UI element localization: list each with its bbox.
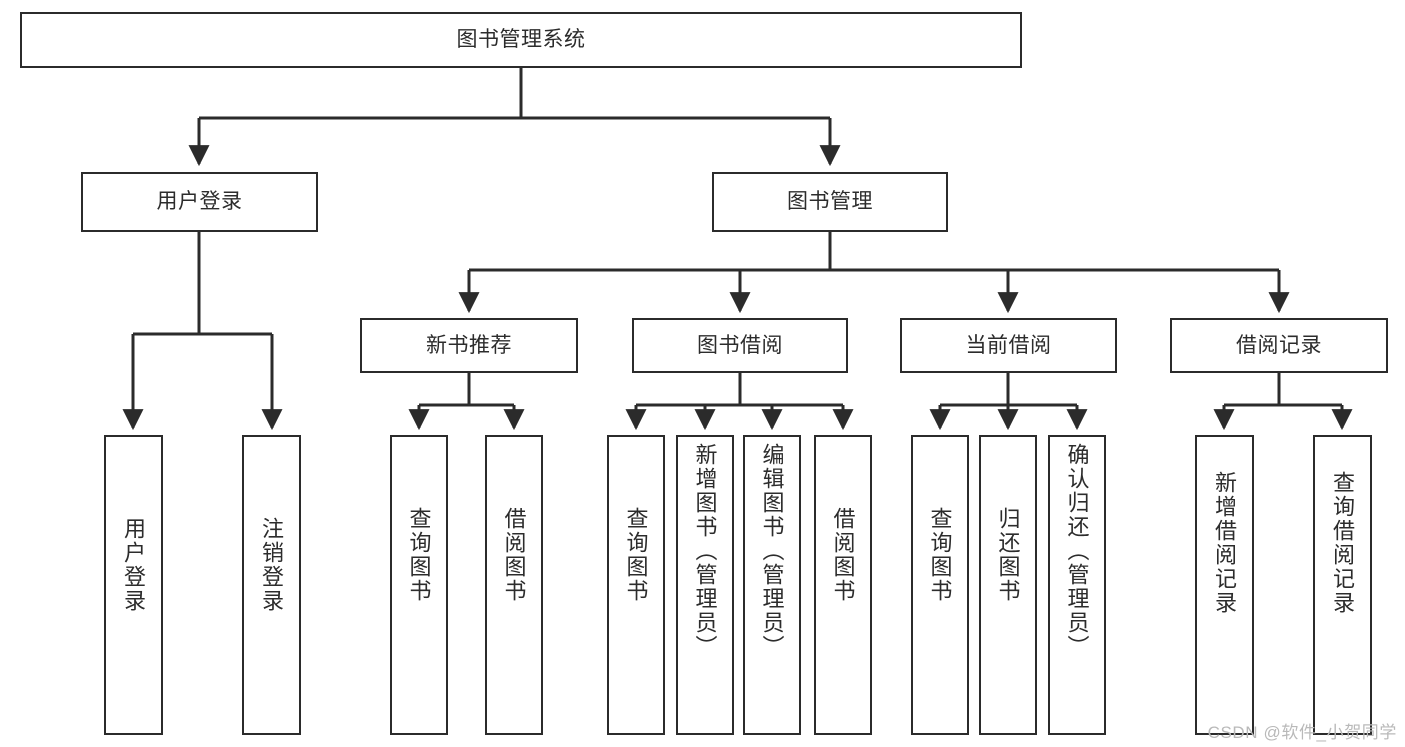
node-new-book-recommend[interactable]: 新书推荐 — [360, 318, 578, 373]
node-leaf-query-record-label: 查询借阅记录 — [1330, 471, 1356, 615]
node-book-borrow-label: 图书借阅 — [697, 333, 783, 357]
node-leaf-borrow-book-1[interactable]: 借阅图书 — [485, 435, 543, 735]
node-leaf-query-book-3[interactable]: 查询图书 — [911, 435, 969, 735]
node-current-borrow-label: 当前借阅 — [965, 333, 1052, 357]
node-leaf-user-logout-label: 注销登录 — [259, 517, 285, 613]
node-leaf-add-book-label: 新增图书（管理员） — [692, 443, 718, 659]
node-leaf-user-login-label: 用户登录 — [121, 517, 147, 613]
node-leaf-query-book-1[interactable]: 查询图书 — [390, 435, 448, 735]
node-user-login-label: 用户登录 — [156, 190, 243, 214]
node-leaf-add-record[interactable]: 新增借阅记录 — [1195, 435, 1254, 735]
node-root-label: 图书管理系统 — [456, 28, 586, 52]
node-leaf-query-book-3-label: 查询图书 — [927, 507, 953, 603]
node-borrow-record[interactable]: 借阅记录 — [1170, 318, 1388, 373]
node-borrow-record-label: 借阅记录 — [1236, 333, 1322, 357]
node-leaf-add-book[interactable]: 新增图书（管理员） — [676, 435, 734, 735]
node-leaf-edit-book-label: 编辑图书（管理员） — [759, 443, 785, 659]
node-leaf-confirm-return[interactable]: 确认归还（管理员） — [1048, 435, 1106, 735]
node-leaf-borrow-book-2[interactable]: 借阅图书 — [814, 435, 872, 735]
node-root[interactable]: 图书管理系统 — [20, 12, 1022, 68]
node-leaf-query-book-2-label: 查询图书 — [623, 507, 649, 603]
node-current-borrow[interactable]: 当前借阅 — [900, 318, 1117, 373]
node-leaf-return-book-label: 归还图书 — [995, 507, 1021, 603]
node-leaf-borrow-book-1-label: 借阅图书 — [501, 507, 527, 603]
node-leaf-query-record[interactable]: 查询借阅记录 — [1313, 435, 1372, 735]
node-book-borrow[interactable]: 图书借阅 — [632, 318, 848, 373]
node-leaf-confirm-return-label: 确认归还（管理员） — [1064, 443, 1090, 659]
node-user-login[interactable]: 用户登录 — [81, 172, 318, 232]
watermark: CSDN @软件_小贺同学 — [1207, 723, 1397, 742]
node-book-manage-label: 图书管理 — [787, 190, 873, 214]
node-book-manage[interactable]: 图书管理 — [712, 172, 948, 232]
node-new-book-recommend-label: 新书推荐 — [426, 333, 512, 357]
node-leaf-add-record-label: 新增借阅记录 — [1212, 471, 1238, 615]
node-leaf-borrow-book-2-label: 借阅图书 — [830, 507, 856, 603]
node-leaf-user-login[interactable]: 用户登录 — [104, 435, 163, 735]
node-leaf-edit-book[interactable]: 编辑图书（管理员） — [743, 435, 801, 735]
node-leaf-query-book-2[interactable]: 查询图书 — [607, 435, 665, 735]
node-leaf-user-logout[interactable]: 注销登录 — [242, 435, 301, 735]
node-leaf-return-book[interactable]: 归还图书 — [979, 435, 1037, 735]
node-leaf-query-book-1-label: 查询图书 — [406, 507, 432, 603]
